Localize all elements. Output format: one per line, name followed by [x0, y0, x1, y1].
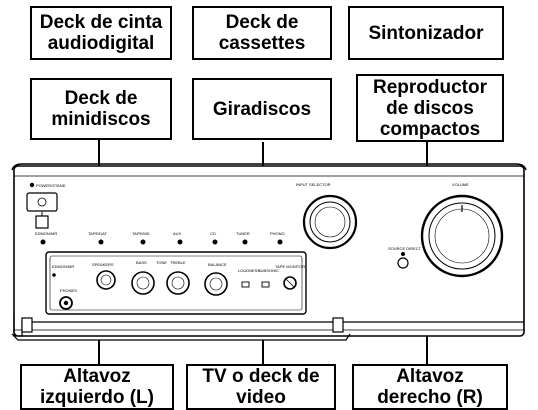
bass-label: BASS [136, 260, 147, 265]
label-altavoz-derecho: Altavoz derecho (R) [352, 364, 508, 410]
label-sintonizador: Sintonizador [348, 6, 504, 60]
label-giradiscos: Giradiscos [192, 78, 332, 140]
input-label-phono: PHONO [270, 231, 285, 236]
power-button [26, 192, 58, 212]
loudness-label: LOUDNESS [238, 268, 260, 273]
label-altavoz-izquierdo: Altavoz izquierdo (L) [20, 364, 174, 410]
connector-line [426, 140, 428, 166]
input-label-tape-md: TAPE/MD [132, 231, 150, 236]
input-indicator-row [40, 239, 283, 245]
subsonic-label: SUBSONIC [258, 268, 279, 273]
svg-text:EDMON/MR: EDMON/MR [52, 264, 74, 269]
treble-knob [166, 271, 190, 295]
input-label-tuner: TUNER [236, 231, 250, 236]
connector-line [98, 340, 100, 364]
input-label-aux: AUX [173, 231, 182, 236]
speakers-knob [96, 270, 116, 290]
connector-line [98, 140, 100, 166]
balance-label: BALANCE [208, 262, 227, 267]
volume-knob [420, 194, 504, 278]
phones-label: PHONES [60, 288, 77, 293]
volume-label: VOLUME [452, 182, 469, 187]
power-indicator-icon [29, 182, 35, 188]
input-selector-knob [302, 194, 358, 250]
connector-line [262, 142, 264, 166]
label-reproductor-discos-compactos: Reproductor de discos compactos [356, 74, 504, 142]
input-label-cd: CD [210, 231, 216, 236]
input-label-tape-dat: TAPE/DAT [88, 231, 108, 236]
bass-knob [131, 271, 155, 295]
source-direct-indicator [401, 252, 405, 256]
chassis-top-edge [11, 163, 527, 171]
speakers-label: SPEAKERS [92, 262, 114, 267]
label-deck-minidiscos: Deck de minidiscos [30, 78, 172, 140]
balance-knob [204, 272, 228, 296]
front-lip [13, 316, 524, 337]
treble-label: TREBLE [170, 260, 186, 265]
input-label-edmon: EDMON/MR [35, 231, 57, 236]
source-direct-button [397, 257, 409, 269]
connector-line [262, 340, 264, 364]
connector-line [426, 336, 428, 364]
subsonic-button [261, 281, 270, 288]
panel-bottom-edge [11, 333, 351, 341]
input-selector-label: INPUT SELECTOR [296, 182, 331, 187]
tape-monitor-label: TAPE MONITOR [275, 264, 305, 269]
loudness-button [241, 281, 250, 288]
foot-center [332, 317, 344, 333]
label-deck-cassettes: Deck de cassettes [192, 6, 332, 60]
svg-text:TONE: TONE [156, 260, 167, 265]
label-deck-cinta-audiodigital: Deck de cinta audiodigital [30, 6, 172, 60]
source-direct-label: SOURCE DIRECT [388, 246, 422, 251]
foot-left [21, 317, 33, 333]
power-label: POWER/STAND [36, 183, 66, 188]
power-switch-icon [35, 215, 49, 229]
label-tv-deck-video: TV o deck de video [186, 364, 336, 410]
